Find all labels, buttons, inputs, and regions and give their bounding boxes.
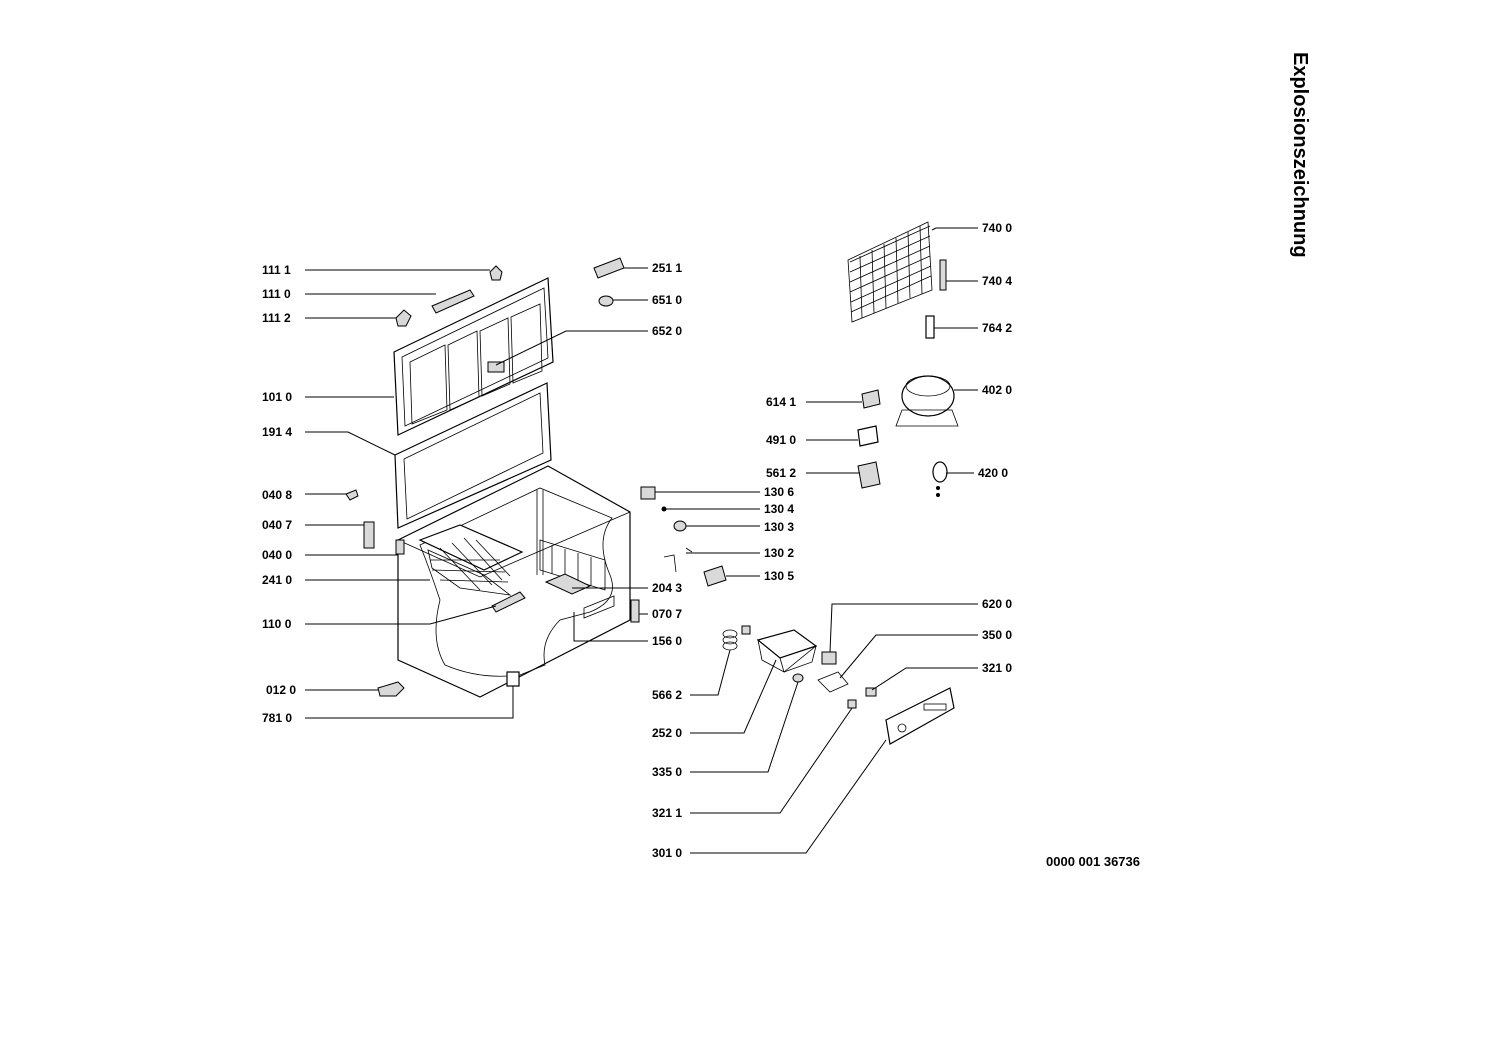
part-label: 204 3	[652, 581, 682, 595]
part-label: 040 0	[262, 548, 292, 562]
part-label: 321 1	[652, 806, 682, 820]
part-label: 110 0	[262, 617, 292, 631]
part-label: 335 0	[652, 765, 682, 779]
part-label: 130 3	[764, 520, 794, 534]
diagram-title: Explosionszeichnung	[1289, 52, 1311, 258]
hinge-cover-drawing	[363, 521, 375, 549]
thermostat-bracket-drawing	[640, 486, 656, 500]
spring-drawing	[722, 625, 751, 651]
part-label: 740 0	[982, 221, 1012, 235]
part-label: 764 2	[982, 321, 1012, 335]
part-label: 781 0	[262, 711, 292, 725]
lamp-drawing	[598, 295, 614, 307]
part-label: 101 0	[262, 390, 292, 404]
part-label: 111 2	[262, 311, 291, 325]
lock-drawing	[506, 671, 520, 687]
part-label: 561 2	[766, 466, 796, 480]
document-number: 0000 001 36736	[1046, 854, 1140, 869]
part-label: 191 4	[262, 425, 292, 439]
leader-lines	[305, 227, 978, 854]
part-label: 241 0	[262, 573, 292, 587]
relay-drawing	[861, 389, 881, 409]
gasket-frame-drawing	[394, 382, 552, 529]
part-label: 252 0	[652, 726, 682, 740]
drain-grid-drawing	[544, 573, 592, 595]
part-label: 614 1	[766, 395, 796, 409]
clip-drawing	[673, 520, 687, 532]
indicator-drawing	[865, 687, 877, 697]
part-label: 111 0	[262, 287, 291, 301]
part-label: 130 5	[764, 569, 794, 583]
terminal-drawing	[857, 461, 881, 489]
part-label: 301 0	[652, 846, 682, 860]
compressor-drawing	[895, 375, 959, 427]
sensor-drawing	[663, 547, 693, 573]
part-label: 652 0	[652, 324, 682, 338]
rating-plate-drawing	[583, 595, 615, 619]
knob-drawing	[792, 673, 804, 683]
part-label: 620 0	[982, 597, 1012, 611]
lid-drawing	[393, 277, 554, 436]
capacitor-drawing	[932, 461, 948, 497]
part-label: 321 0	[982, 661, 1012, 675]
part-label: 111 1	[262, 263, 291, 277]
part-label: 402 0	[982, 383, 1012, 397]
basket-drawing	[418, 524, 524, 596]
part-label: 566 2	[652, 688, 682, 702]
part-label: 130 4	[764, 502, 794, 516]
part-label: 012 0	[266, 683, 296, 697]
condenser-drawing	[847, 221, 933, 323]
condenser-bracket-drawing	[939, 259, 947, 291]
part-label: 740 4	[982, 274, 1012, 288]
part-label: 070 7	[652, 607, 682, 621]
lamp-cover-drawing	[593, 257, 625, 279]
switch-drawing	[817, 671, 849, 693]
part-label: 420 0	[978, 466, 1008, 480]
cabinet-body-drawing	[397, 465, 631, 698]
part-label: 130 2	[764, 546, 794, 560]
indicator-small-drawing	[847, 699, 857, 709]
divider-drawing	[491, 591, 526, 613]
protector-drawing	[857, 425, 879, 447]
vent-drawing	[630, 599, 640, 623]
lid-hinge-parts	[395, 265, 503, 327]
inner-evaporator-drawing	[539, 539, 606, 591]
control-box-drawing	[703, 565, 727, 587]
part-label: 350 0	[982, 628, 1012, 642]
part-labels: 111 1 111 0 111 2 101 0 191 4 040 8 040 …	[262, 221, 1012, 860]
dryer-filter-drawing	[925, 315, 935, 339]
hinge-small-drawing	[345, 489, 359, 501]
control-panel-drawing	[885, 687, 955, 745]
screw-dot-drawing	[661, 506, 667, 512]
part-label: 651 0	[652, 293, 682, 307]
part-label: 040 8	[262, 488, 292, 502]
foot-clip-drawing	[377, 681, 405, 697]
part-label: 156 0	[652, 634, 682, 648]
part-label: 040 7	[262, 518, 292, 532]
control-bracket-drawing	[756, 629, 818, 673]
part-label: 251 1	[652, 261, 682, 275]
lamp-socket-drawing	[821, 651, 837, 665]
part-label: 491 0	[766, 433, 796, 447]
part-label: 130 6	[764, 485, 794, 499]
hinge-bracket-drawing	[395, 539, 405, 555]
